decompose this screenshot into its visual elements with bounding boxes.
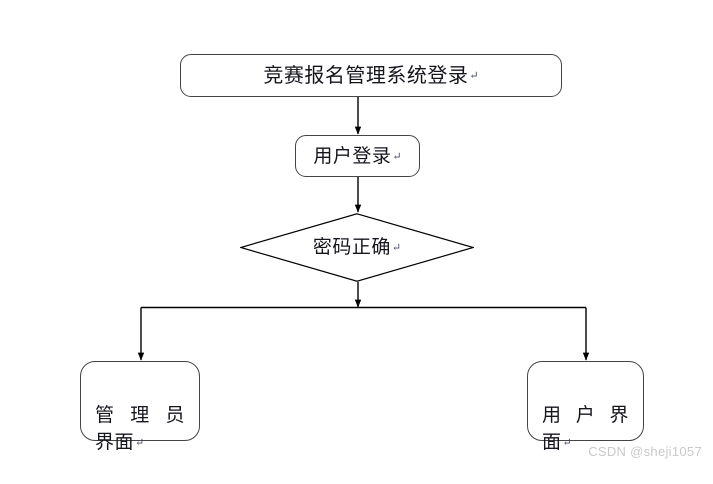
flowchart-canvas: 竞赛报名管理系统登录↵ 用户登录↵ 密码正确↵ 管 理 员 界面↵ 用 户 界 … [80, 54, 702, 459]
node-password-correct-decision[interactable]: 密码正确↵ [240, 213, 474, 282]
node-admin-interface-label: 管 理 员 界面↵ [95, 374, 185, 484]
node-user-login-label: 用户登录 [313, 144, 392, 167]
paragraph-mark-icon: ↵ [135, 436, 145, 450]
node-title-label: 竞赛报名管理系统登录 [263, 62, 469, 87]
node-system-login-title[interactable]: 竞赛报名管理系统登录↵ [180, 54, 562, 97]
node-user-interface[interactable]: 用 户 界 面↵ [527, 361, 644, 453]
node-user-login[interactable]: 用户登录↵ [295, 135, 420, 177]
paragraph-mark-icon: ↵ [562, 436, 572, 450]
node-decision-label: 密码正确 [312, 236, 391, 259]
paragraph-mark-icon: ↵ [391, 241, 402, 254]
node-admin-line2: 界面↵ [95, 431, 145, 454]
csdn-watermark: CSDN @sheji1057 [588, 444, 702, 459]
node-user-line2: 面↵ [542, 431, 572, 454]
node-admin-interface[interactable]: 管 理 员 界面↵ [80, 361, 200, 453]
diamond-shape-icon [240, 213, 474, 282]
node-user-interface-label: 用 户 界 面↵ [542, 374, 629, 484]
paragraph-mark-icon: ↵ [469, 69, 479, 82]
paragraph-mark-icon: ↵ [392, 149, 402, 163]
node-admin-line1: 管 理 员 [95, 403, 185, 426]
node-user-line1: 用 户 界 [542, 403, 629, 426]
